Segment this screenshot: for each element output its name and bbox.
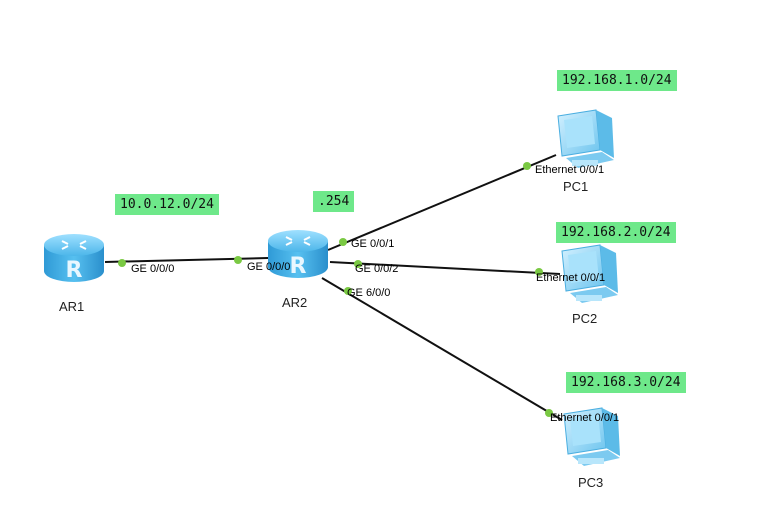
- port-label-ar2-ge002: GE 0/0/2: [355, 263, 399, 275]
- pc-icon[interactable]: [557, 109, 615, 169]
- note-ar-link[interactable]: 10.0.12.0/24: [115, 194, 219, 215]
- device-label-pc2: PC2: [572, 311, 598, 326]
- port-dot-ar2-ge001: [339, 238, 347, 246]
- port-dot-pc2-eth: [535, 268, 543, 276]
- device-label-pc1: PC1: [563, 179, 589, 194]
- port-dot-ar2-ge600: [344, 287, 352, 295]
- link-ar2-pc1: [327, 154, 557, 251]
- note-pc3-net[interactable]: 192.168.3.0/24: [566, 372, 686, 393]
- port-label-ar2-ge600: GE 6/0/0: [347, 287, 391, 299]
- port-label-ar2-ge000: GE 0/0/0: [247, 261, 291, 273]
- link-ar2-pc2: [329, 261, 561, 275]
- note-pc1-net[interactable]: 192.168.1.0/24: [557, 70, 677, 91]
- link-ar1-ar2: [104, 257, 269, 263]
- port-dot-ar2-ge000: [234, 256, 242, 264]
- device-label-pc3: PC3: [578, 475, 604, 490]
- port-dot-ar1-ge000: [118, 259, 126, 267]
- port-label-ar2-ge001: GE 0/0/1: [351, 238, 395, 250]
- port-label-pc3-eth: Ethernet 0/0/1: [550, 412, 620, 424]
- port-label-pc2-eth: Ethernet 0/0/1: [536, 272, 606, 284]
- port-dot-pc3-eth: [545, 409, 553, 417]
- link-ar2-pc3: [321, 277, 563, 421]
- device-label-ar1: AR1: [59, 299, 85, 314]
- port-label-pc1-eth: Ethernet 0/0/1: [535, 164, 605, 176]
- note-pc2-net[interactable]: 192.168.2.0/24: [556, 222, 676, 243]
- port-dot-ar2-ge002: [354, 260, 362, 268]
- port-label-ar1-ge000: GE 0/0/0: [131, 263, 175, 275]
- note-ar2-ip[interactable]: .254: [313, 191, 355, 212]
- router-icon[interactable]: [43, 233, 105, 284]
- port-dot-pc1-eth: [523, 162, 531, 170]
- device-label-ar2: AR2: [282, 295, 308, 310]
